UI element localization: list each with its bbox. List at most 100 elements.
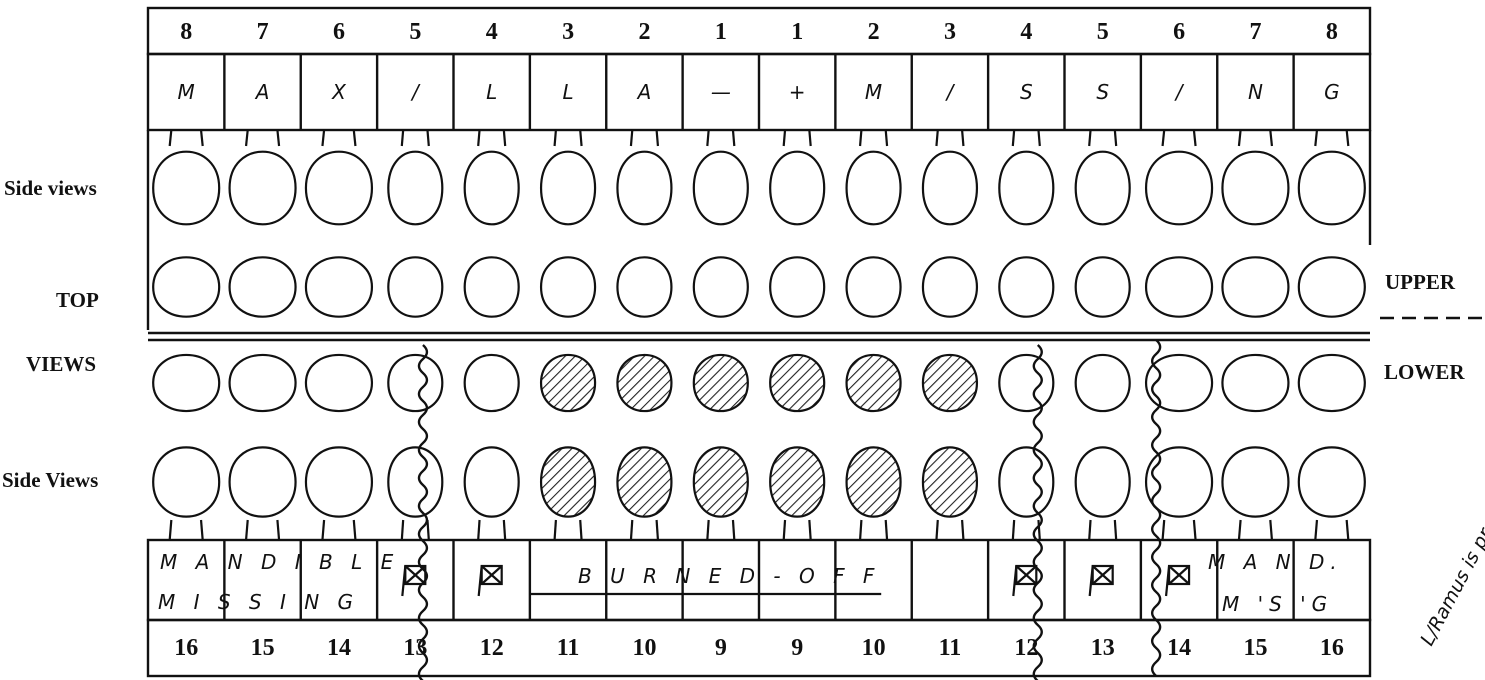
upper-root-line <box>1089 130 1090 146</box>
upper-root-line <box>1038 130 1039 146</box>
upper-side-view-tooth <box>230 152 296 225</box>
upper-handwriting-letter: N <box>1225 82 1285 102</box>
lower-tooth-number: 13 <box>1073 636 1133 660</box>
lower-root-line <box>1270 520 1272 540</box>
upper-tooth-number: 5 <box>1073 20 1133 44</box>
upper-top-view-tooth <box>770 257 824 316</box>
upper-root-line <box>1347 130 1349 146</box>
upper-tooth-number: 4 <box>996 20 1056 44</box>
upper-handwriting-letter: — <box>691 82 751 102</box>
lower-root-line <box>784 520 785 540</box>
lower-root-line <box>322 520 324 540</box>
upper-root-line <box>1163 130 1165 146</box>
lower-tooth-number: 14 <box>1149 636 1209 660</box>
lower-top-view-tooth <box>694 355 748 411</box>
upper-root-line <box>201 130 203 146</box>
upper-root-line <box>1013 130 1014 146</box>
upper-side-view-tooth <box>1146 152 1212 225</box>
lower-root-line <box>733 520 734 540</box>
lower-side-view-tooth <box>1076 447 1130 516</box>
lower-root-line <box>860 520 861 540</box>
lower-side-view-tooth <box>923 447 977 516</box>
mandible-missing-line1: M A N D I B L E <box>160 552 399 572</box>
lower-root-line <box>277 520 279 540</box>
upper-root-line <box>1194 130 1196 146</box>
lower-root-line <box>1194 520 1196 540</box>
lower-root-line <box>1163 520 1165 540</box>
lower-tooth-number: 9 <box>767 636 827 660</box>
lower-root-line <box>427 520 428 540</box>
lower-tooth-number: 10 <box>844 636 904 660</box>
upper-tooth-number: 8 <box>1302 20 1362 44</box>
lower-side-view-tooth <box>847 447 901 516</box>
upper-top-view-tooth <box>847 257 901 316</box>
lower-root-line <box>201 520 203 540</box>
upper-side-view-tooth <box>694 152 748 225</box>
lower-side-view-tooth <box>770 447 824 516</box>
upper-root-line <box>962 130 963 146</box>
lower-top-view-tooth <box>770 355 824 411</box>
upper-tooth-number: 6 <box>309 20 369 44</box>
lower-top-view-tooth <box>617 355 671 411</box>
upper-side-view-tooth <box>847 152 901 225</box>
lower-side-view-tooth <box>1299 447 1365 516</box>
crossed-box-flag-pole <box>1013 566 1016 596</box>
upper-root-line <box>170 130 172 146</box>
lower-root-line <box>354 520 356 540</box>
lower-tooth-number: 15 <box>233 636 293 660</box>
upper-root-line <box>478 130 479 146</box>
upper-tooth-number: 4 <box>462 20 522 44</box>
upper-tooth-number: 3 <box>538 20 598 44</box>
lower-top-view-tooth <box>541 355 595 411</box>
upper-root-line <box>402 130 403 146</box>
lower-side-view-tooth <box>999 447 1053 516</box>
side-views-lower-label: Side Views <box>2 470 98 491</box>
side-views-upper-label: Side views <box>4 178 97 199</box>
lower-side-view-tooth <box>306 447 372 516</box>
upper-root-line <box>427 130 428 146</box>
lower-side-view-tooth <box>1222 447 1288 516</box>
lower-root-line <box>1115 520 1116 540</box>
upper-top-view-tooth <box>388 257 442 316</box>
lower-tooth-number: 12 <box>996 636 1056 660</box>
upper-side-view-tooth <box>153 152 219 225</box>
upper-label: UPPER <box>1385 272 1455 293</box>
upper-handwriting-letter: A <box>614 82 674 102</box>
lower-tooth-number: 14 <box>309 636 369 660</box>
lower-top-view-tooth <box>1076 355 1130 411</box>
upper-handwriting-letter: / <box>1149 82 1209 102</box>
upper-handwriting-letter: G <box>1302 82 1362 102</box>
upper-root-line <box>1270 130 1272 146</box>
upper-root-line <box>631 130 632 146</box>
upper-side-view-tooth <box>1299 152 1365 225</box>
burned-off-note: B U R N E D - O F F <box>578 566 880 586</box>
upper-side-view-tooth <box>465 152 519 225</box>
lower-root-line <box>936 520 937 540</box>
lower-top-view-tooth <box>230 355 296 411</box>
lower-tooth-number: 16 <box>1302 636 1362 660</box>
upper-handwriting-letter: S <box>1073 82 1133 102</box>
upper-tooth-number: 2 <box>614 20 674 44</box>
upper-root-line <box>784 130 785 146</box>
upper-tooth-number: 1 <box>767 20 827 44</box>
lower-side-view-tooth <box>230 447 296 516</box>
upper-top-view-tooth <box>153 257 219 316</box>
crossed-box-flag-pole <box>1166 566 1169 596</box>
lower-root-line <box>580 520 581 540</box>
upper-tooth-number: 7 <box>1225 20 1285 44</box>
lower-root-line <box>170 520 172 540</box>
mand-missing-line2: M 'S 'G <box>1222 594 1333 614</box>
upper-handwriting-letter: X <box>309 82 369 102</box>
lower-side-view-tooth <box>541 447 595 516</box>
lower-root-line <box>1315 520 1317 540</box>
upper-tooth-number: 2 <box>844 20 904 44</box>
lower-tooth-number: 9 <box>691 636 751 660</box>
upper-root-line <box>322 130 324 146</box>
upper-top-view-tooth <box>694 257 748 316</box>
mandible-missing-line2: M I S S I N G <box>158 592 359 612</box>
lower-root-line <box>631 520 632 540</box>
upper-top-view-tooth <box>230 257 296 316</box>
lower-tooth-number: 11 <box>538 636 598 660</box>
upper-side-view-tooth <box>306 152 372 225</box>
lower-root-line <box>555 520 556 540</box>
